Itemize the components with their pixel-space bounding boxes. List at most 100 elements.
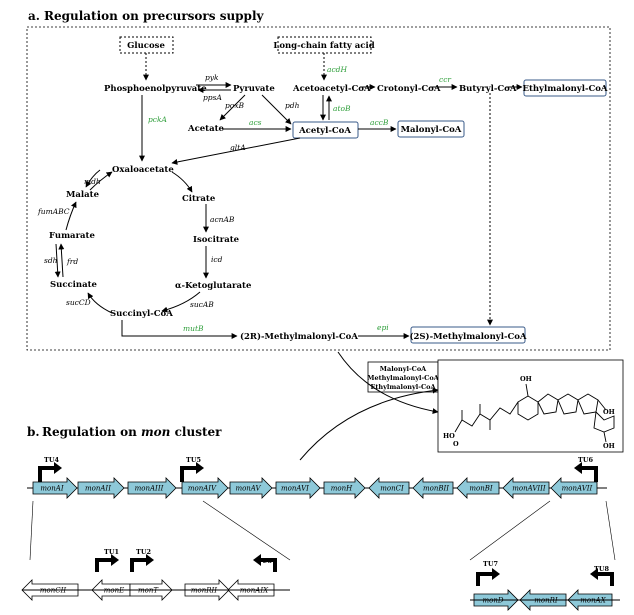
glucose-label: Glucose xyxy=(127,41,165,51)
arrow-acetyl-oxaloacetate xyxy=(171,137,301,165)
fumarate-label: Fumarate xyxy=(49,231,95,241)
precursor-ethylmalonyl: Ethylmalonyl-CoA xyxy=(370,383,436,391)
structure-ho: HO xyxy=(443,432,455,440)
arrow-succinyl-rmethylmalonyl xyxy=(121,320,238,339)
tu2-arrowhead xyxy=(146,554,154,566)
gene-arrow-shape xyxy=(229,477,273,499)
pep-label: Phosphoenolpyruvate xyxy=(104,84,207,94)
tu3-label: TU3 xyxy=(257,557,273,565)
gene-label: monAIII xyxy=(135,485,164,493)
butyryl-label: Butyryl-CoA xyxy=(459,84,517,94)
malonyl-label: Malonyl-CoA xyxy=(401,125,462,135)
glucose-box xyxy=(119,36,174,54)
gene-monAVI: monAVI xyxy=(275,477,321,499)
enzyme-fumABC: fumABC xyxy=(37,207,70,216)
enzyme-ccr: ccr xyxy=(439,75,451,84)
enzyme-icd: icd xyxy=(211,255,223,264)
zoom-line-right-b xyxy=(605,500,616,561)
gene-monAI: monAI xyxy=(32,477,78,499)
section-a-letter: a. xyxy=(28,9,40,23)
monensin-structure-box xyxy=(437,359,624,453)
gene-label: monAVII xyxy=(562,485,593,493)
arrow-fumarate-malate xyxy=(65,201,77,231)
arrow-pyruvate-acetate xyxy=(219,94,246,121)
gene-arrow-shape xyxy=(181,477,229,499)
malate-label: Malate xyxy=(66,190,100,200)
zoom-line-left-a xyxy=(29,500,34,561)
arrow-malate-oxaloacetate xyxy=(89,171,113,191)
tu1-arrowhead xyxy=(111,554,119,566)
enzyme-gltA: gltA xyxy=(230,143,246,152)
acetyl-label: Acetyl-CoA xyxy=(298,126,351,136)
gene-monH: monH xyxy=(323,477,366,499)
tu8-label: TU8 xyxy=(594,565,610,573)
structure-oh-bottom: OH xyxy=(603,442,615,450)
enzyme-atoB: atoB xyxy=(333,104,351,113)
enzyme-ppsA: ppsA xyxy=(203,93,222,102)
gene-monCI: monCI xyxy=(368,477,410,499)
gene-arrow-shape xyxy=(502,477,550,499)
tu3-promoter xyxy=(260,558,277,572)
gene-label: monAII xyxy=(85,485,111,493)
gene-arrow-shape xyxy=(77,477,125,499)
tu7-arrowhead xyxy=(492,568,500,580)
gene-monAII: monAII xyxy=(77,477,125,499)
acetyl-box xyxy=(292,121,359,139)
precursor-methylmalonyl: Methylmalonyl-CoA xyxy=(367,374,439,382)
gene-label: monCI xyxy=(380,485,404,493)
ethylmalonyl-label: Ethylmalonyl-CoA xyxy=(522,84,607,94)
enzyme-acnAB: acnAB xyxy=(210,215,235,224)
pyruvate-label: Pyruvate xyxy=(233,84,275,94)
enzyme-sdh: sdh xyxy=(44,256,58,265)
enzyme-sucAB: sucAB xyxy=(190,300,214,309)
enzyme-mdh: mdh xyxy=(84,177,101,186)
gene-label: monAI xyxy=(40,485,63,493)
cluster-gene-row: monAI monAII monAIII monAIV monAV monAVI monH m… xyxy=(32,477,598,499)
lcfa-box xyxy=(277,36,372,54)
gene-monAIII: monAIII xyxy=(127,477,177,499)
arrow-cluster-structure xyxy=(299,387,439,461)
tu1-label: TU1 xyxy=(104,548,119,556)
tu7-label: TU7 xyxy=(483,560,498,568)
gene-label: monBII xyxy=(423,485,449,493)
arrow-precursors-structure xyxy=(337,351,439,415)
zoom-line-left-b xyxy=(202,500,291,561)
s-methylmalonyl-label: (2S)-Methylmalonyl-CoA xyxy=(409,331,526,342)
tu5-promoter xyxy=(180,466,197,482)
gene-label: monAV xyxy=(235,485,261,493)
tu8-promoter xyxy=(597,572,614,586)
enzyme-pdh: pdh xyxy=(285,101,300,110)
structure-o: O xyxy=(453,440,459,448)
zoom-line-right-a xyxy=(469,500,551,561)
gene-label: monH xyxy=(331,485,353,493)
gene-label: monAVI xyxy=(281,485,309,493)
precursor-malonyl: Malonyl-CoA xyxy=(380,365,427,373)
tu2-promoter xyxy=(130,558,147,572)
arrow-pyruvate-acetyl xyxy=(261,94,292,125)
structure-oh-right: OH xyxy=(603,408,615,416)
oxaloacetate-label: Oxaloacetate xyxy=(112,165,174,175)
succinyl-label: Succinyl-CoA xyxy=(110,309,173,319)
enzyme-pyk: pyk xyxy=(205,73,219,82)
enzyme-acs: acs xyxy=(249,118,262,127)
gene-label: monAVIII xyxy=(512,485,546,493)
tu1-promoter xyxy=(95,558,112,572)
tu6-promoter xyxy=(581,466,598,482)
structure-oh-top: OH xyxy=(520,375,532,383)
enzyme-epi: epi xyxy=(377,323,389,332)
enzyme-frd: frd xyxy=(66,257,78,266)
gene-label: monAIV xyxy=(188,485,217,493)
isocitrate-label: Isocitrate xyxy=(193,235,240,245)
gene-arrow-shape xyxy=(275,477,321,499)
gene-arrow-shape xyxy=(412,477,454,499)
enzyme-mutB: mutB xyxy=(183,324,204,333)
tu8-arrowhead xyxy=(590,568,598,580)
ketoglutarate-label: α-Ketoglutarate xyxy=(175,281,252,291)
r-methylmalonyl-label: (2R)-Methylmalonyl-CoA xyxy=(240,331,358,342)
gene-monAV: monAV xyxy=(229,477,273,499)
tu2-label: TU2 xyxy=(136,548,151,556)
arrow-oxaloacetate-citrate xyxy=(171,171,193,193)
lcfa-label: Long-chain fatty acid xyxy=(273,41,374,51)
section-b-title: Regulation on mon cluster xyxy=(42,425,222,439)
